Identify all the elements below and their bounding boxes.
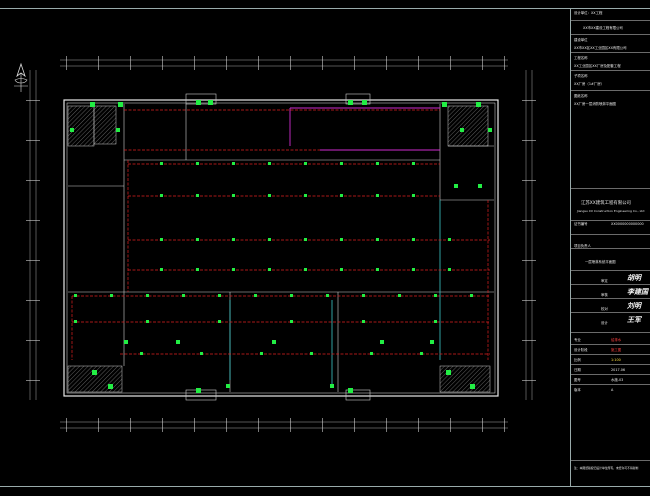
tb-professional-label: 专业 xyxy=(574,338,581,342)
tb-version-value: A xyxy=(611,388,614,392)
tb-version-label: 版本 xyxy=(574,388,581,392)
building-outline xyxy=(63,99,499,397)
sheet-border-top xyxy=(0,8,650,9)
tb-stage-value: 施工图 xyxy=(611,348,622,352)
dimension-ticks xyxy=(26,56,536,432)
sprinkler-heads xyxy=(70,100,492,393)
tb-sheet-label: 图号 xyxy=(574,378,581,382)
tb-professional-value: 给排水 xyxy=(611,338,622,342)
tb-cert-left: 证书编号 xyxy=(574,222,588,226)
tb-line-9: XX厂房一层消防喷淋平面图 xyxy=(574,102,616,106)
sprinkler-mains xyxy=(71,109,490,360)
tb-line-7: XX厂房（1#厂房） xyxy=(574,82,604,86)
tb-signature-0: 胡明 xyxy=(627,273,641,282)
tb-line-1: XX市XX建设工程有限公司 xyxy=(583,26,623,30)
tb-role-3: 设计 xyxy=(601,321,608,325)
tb-signature-2: 刘明 xyxy=(627,301,641,310)
tb-stage-label: 设计阶段 xyxy=(574,348,588,352)
tb-project-label: 项目负责人 xyxy=(574,244,591,248)
tb-line-8: 图纸名称 xyxy=(574,94,588,98)
tb-company-en: Jiangsu XX Construction Engineering Co.,… xyxy=(577,209,645,213)
tb-scale-label: 比例 xyxy=(574,358,581,362)
tb-company-cn: 江苏XX建筑工程有限公司 xyxy=(581,201,631,206)
tb-sheet-value: 水施-03 xyxy=(611,378,624,382)
floor-plan[interactable] xyxy=(0,0,570,496)
tb-line-0: 设计单位：XX工程 xyxy=(574,11,603,15)
tb-role-0: 审定 xyxy=(601,279,608,283)
tb-signature-1: 李建国 xyxy=(627,287,648,296)
tb-drawing-title: 一层喷淋系统平面图 xyxy=(585,260,616,264)
tb-line-4: 工程名称 xyxy=(574,56,588,60)
tb-cert-right: XX0000000000000 xyxy=(611,222,644,226)
dimension-lines xyxy=(29,59,533,429)
magenta-pipes xyxy=(289,107,440,151)
cyan-pipes xyxy=(229,200,441,384)
tb-scale-value: 1:100 xyxy=(611,358,621,362)
tb-line-5: XX工业园区XX厂房及配套工程 xyxy=(574,64,621,68)
tb-signature-3: 王军 xyxy=(627,315,641,324)
stair-towers xyxy=(185,93,371,401)
tb-footer: 注：本图纸版权归设计单位所有，未经许可不得复制 xyxy=(574,466,639,470)
hatched-rooms xyxy=(67,105,491,393)
tb-line-3: XX市XX区XX工业园区XX有限公司 xyxy=(574,46,627,50)
tb-role-2: 校对 xyxy=(601,307,608,311)
title-block: 设计单位：XX工程 XX市XX建设工程有限公司 建设单位 XX市XX区XX工业园… xyxy=(570,8,650,486)
north-arrow-icon xyxy=(14,62,28,92)
interior-walls xyxy=(68,104,494,392)
tb-date-label: 日期 xyxy=(574,368,581,372)
tb-line-6: 子项名称 xyxy=(574,74,588,78)
tb-role-1: 审核 xyxy=(601,293,608,297)
tb-line-2: 建设单位 xyxy=(574,38,588,42)
tb-date-value: 2017.06 xyxy=(611,368,626,372)
sheet-border-bottom xyxy=(0,486,650,487)
